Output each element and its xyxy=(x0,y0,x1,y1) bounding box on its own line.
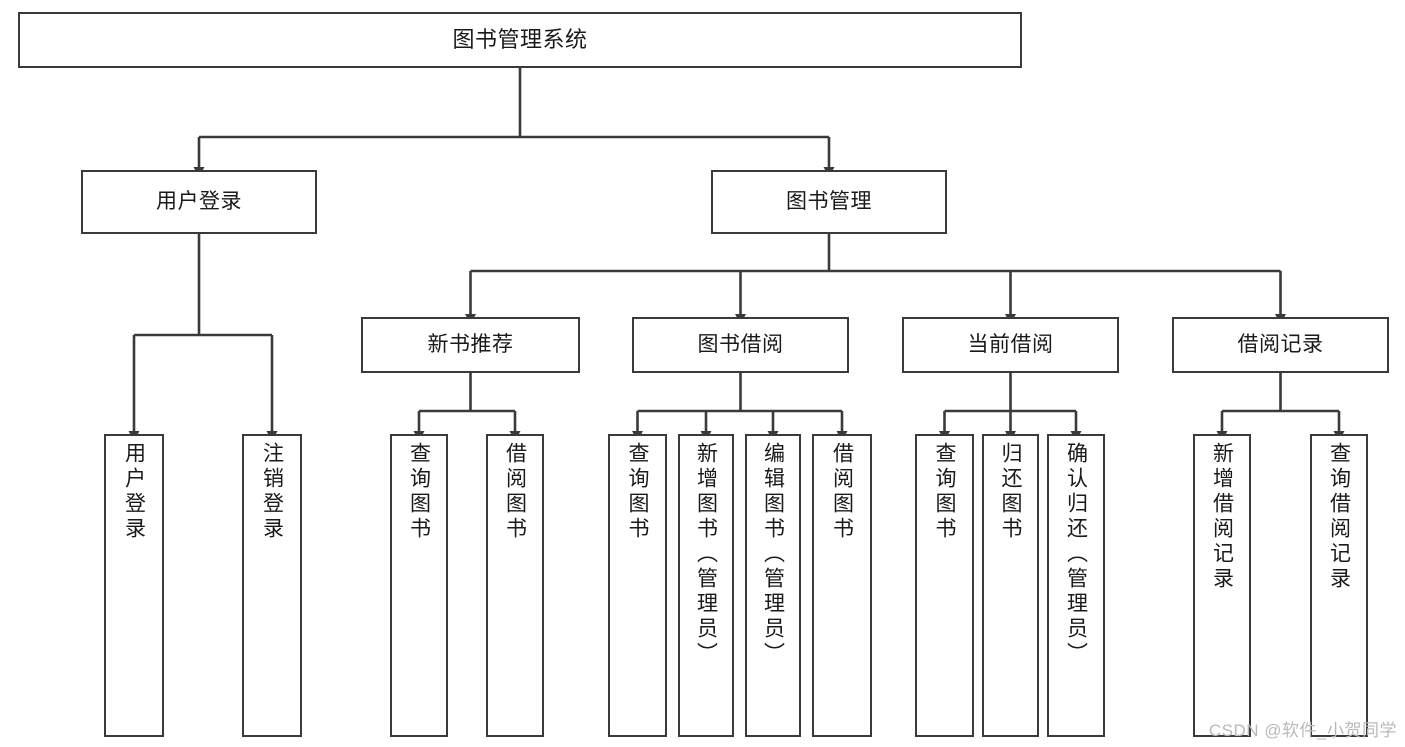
node-label: 用户登录 xyxy=(122,442,146,542)
leaf-record-query[interactable]: 查询借阅记录 xyxy=(1310,434,1368,737)
node-label: 当前借阅 xyxy=(967,332,1054,356)
node-label: 查询图书 xyxy=(933,442,956,542)
node-user-login[interactable]: 用户登录 xyxy=(81,170,317,234)
node-label: 查询图书 xyxy=(407,442,431,542)
node-label: 借阅图书 xyxy=(503,442,527,542)
node-label: 归还图书 xyxy=(999,442,1022,542)
node-label: 图书借阅 xyxy=(697,332,784,356)
node-book-borrow[interactable]: 图书借阅 xyxy=(632,317,849,373)
leaf-current-query-book[interactable]: 查询图书 xyxy=(915,434,974,737)
node-label: 确认归还（管理员） xyxy=(1064,442,1088,667)
leaf-current-return-book[interactable]: 归还图书 xyxy=(982,434,1039,737)
node-label: 新书推荐 xyxy=(427,332,514,356)
node-label: 查询借阅记录 xyxy=(1327,442,1351,592)
node-label: 新增图书（管理员） xyxy=(694,442,718,667)
node-label: 图书管理系统 xyxy=(452,27,588,53)
node-label: 注销登录 xyxy=(260,442,284,542)
leaf-user-login[interactable]: 用户登录 xyxy=(104,434,164,737)
node-book-manage[interactable]: 图书管理 xyxy=(711,170,947,234)
leaf-current-confirm-return[interactable]: 确认归还（管理员） xyxy=(1047,434,1105,737)
node-label: 借阅记录 xyxy=(1237,332,1324,356)
leaf-newbook-query-book[interactable]: 查询图书 xyxy=(390,434,448,737)
node-new-book-recommend[interactable]: 新书推荐 xyxy=(361,317,580,373)
node-label: 借阅图书 xyxy=(830,442,854,542)
leaf-newbook-borrow-book[interactable]: 借阅图书 xyxy=(486,434,544,737)
node-borrow-record[interactable]: 借阅记录 xyxy=(1172,317,1389,373)
node-current-borrow[interactable]: 当前借阅 xyxy=(902,317,1119,373)
node-label: 查询图书 xyxy=(626,442,649,542)
node-label: 用户登录 xyxy=(156,189,242,213)
node-label: 编辑图书（管理员） xyxy=(761,442,785,667)
leaf-borrow-edit-book[interactable]: 编辑图书（管理员） xyxy=(745,434,801,737)
leaf-borrow-query-book[interactable]: 查询图书 xyxy=(608,434,667,737)
leaf-borrow-borrow-book[interactable]: 借阅图书 xyxy=(812,434,872,737)
leaf-user-logout[interactable]: 注销登录 xyxy=(242,434,302,737)
node-label: 新增借阅记录 xyxy=(1210,442,1234,592)
node-root[interactable]: 图书管理系统 xyxy=(18,12,1022,68)
leaf-borrow-add-book[interactable]: 新增图书（管理员） xyxy=(678,434,734,737)
node-label: 图书管理 xyxy=(786,189,872,213)
leaf-record-add[interactable]: 新增借阅记录 xyxy=(1193,434,1251,737)
